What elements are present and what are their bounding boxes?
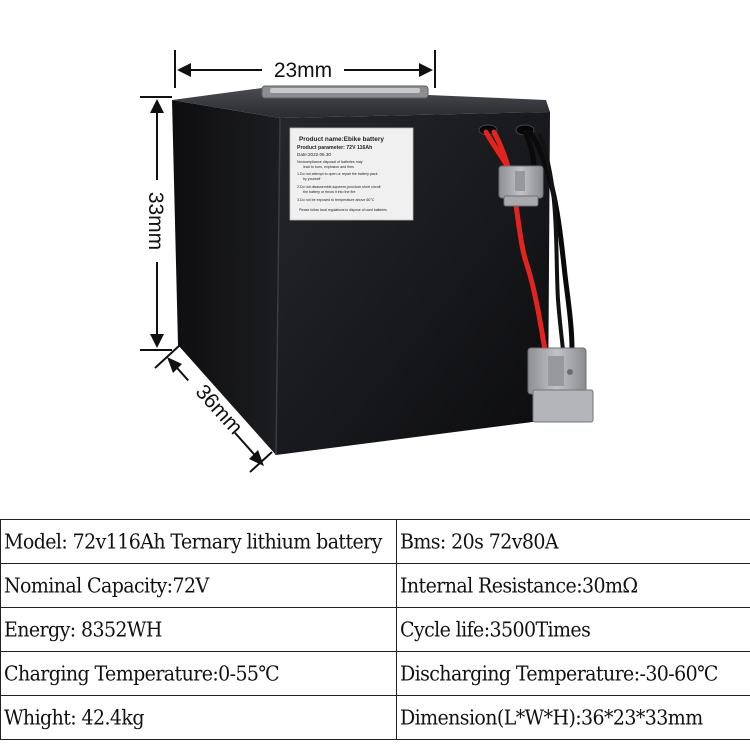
spec-discharging-temperature: Discharging Temperature:-30-60℃: [396, 651, 750, 696]
svg-text:1.Do not attempt to open or re: 1.Do not attempt to open or repair the b…: [297, 172, 378, 176]
svg-text:Noncompliance disposal of batt: Noncompliance disposal of batteries may: [297, 160, 363, 164]
spec-internal-resistance: Internal Resistance:30mΩ: [396, 563, 750, 608]
table-row: Energy: 8352WH Cycle life:3500Times: [0, 607, 750, 652]
depth-dimension: 36mm: [154, 344, 273, 473]
lower-anderson-connector: [527, 347, 594, 423]
svg-text:Date:2022.06.30: Date:2022.06.30: [297, 152, 331, 157]
width-dimension: 23mm: [174, 50, 436, 88]
spec-energy: Energy: 8352WH: [0, 607, 397, 652]
svg-text:by yourself: by yourself: [303, 177, 320, 181]
svg-text:lead to burn, explosion and fi: lead to burn, explosion and fires: [303, 165, 354, 169]
spec-dimension: Dimension(L*W*H):36*23*33mm: [396, 695, 750, 740]
spec-table: Model: 72v116Ah Ternary lithium battery …: [0, 519, 750, 740]
table-row: Model: 72v116Ah Ternary lithium battery …: [0, 519, 750, 564]
battery-spec-label: Product name:Ebike battery Product param…: [289, 127, 414, 221]
spec-nominal-capacity: Nominal Capacity:72V: [0, 563, 397, 608]
spec-model: Model: 72v116Ah Ternary lithium battery: [0, 519, 397, 564]
svg-text:Please follow local regulation: Please follow local regulations to dispo…: [299, 208, 387, 212]
svg-text:Product parameter: 72V 116Ah: Product parameter: 72V 116Ah: [297, 145, 372, 151]
svg-text:2.Do not disassemble,squeeze,p: 2.Do not disassemble,squeeze,puncture,sh…: [297, 185, 381, 189]
svg-text:the battery or throw it into t: the battery or throw it into the fire: [303, 190, 356, 194]
battery-product-image: Product name:Ebike battery Product param…: [140, 50, 594, 473]
svg-text:3.Do not be exposed to tempera: 3.Do not be exposed to temperature above…: [297, 198, 375, 202]
table-row: Whight: 42.4kg Dimension(L*W*H):36*23*33…: [0, 695, 750, 740]
upper-anderson-connector: [498, 165, 544, 207]
svg-text:Product name:Ebike battery: Product name:Ebike battery: [299, 136, 384, 143]
table-row: Charging Temperature:0-55℃ Discharging T…: [0, 651, 750, 696]
width-label: 23mm: [274, 59, 332, 82]
spec-weight: Whight: 42.4kg: [0, 695, 397, 740]
height-label: 33mm: [144, 192, 167, 250]
height-dimension: 33mm: [140, 96, 172, 351]
table-row: Nominal Capacity:72V Internal Resistance…: [0, 563, 750, 608]
spec-charging-temperature: Charging Temperature:0-55℃: [0, 651, 397, 696]
spec-cycle-life: Cycle life:3500Times: [396, 607, 750, 652]
spec-bms: Bms: 20s 72v80A: [396, 519, 750, 564]
top-handle: [261, 85, 429, 99]
